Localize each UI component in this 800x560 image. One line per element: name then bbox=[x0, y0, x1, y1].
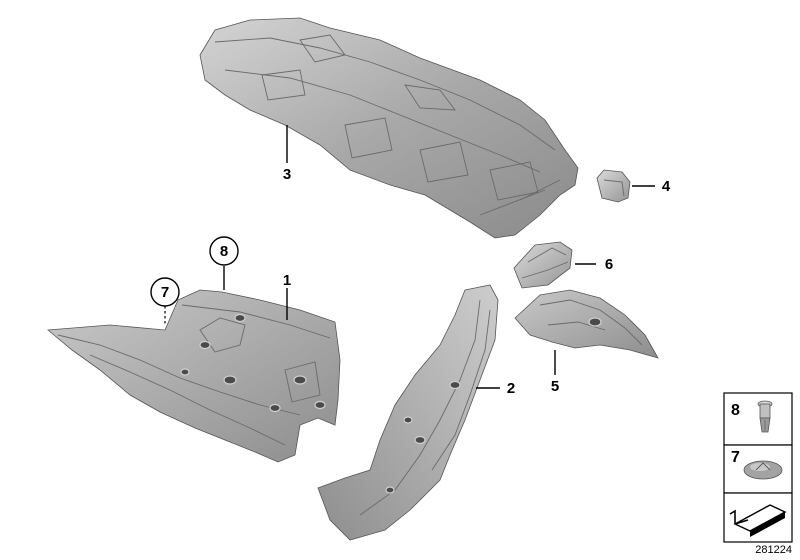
callout-5: 5 bbox=[551, 378, 559, 395]
part-1-side-wall-insulation bbox=[46, 289, 341, 463]
callout-2: 2 bbox=[507, 380, 515, 397]
callout-7: 7 bbox=[161, 284, 169, 301]
part-5-wheel-arch-insulation bbox=[514, 289, 659, 359]
part-3-parcel-shelf-insulation bbox=[199, 17, 579, 239]
legend-label-7: 7 bbox=[731, 449, 740, 466]
callout-numbers: 3 4 6 5 2 1 8 7 bbox=[150, 166, 671, 397]
legend-panel: 8 7 bbox=[723, 392, 793, 543]
part-4-insulation-block bbox=[596, 169, 631, 203]
callout-3: 3 bbox=[283, 166, 291, 183]
callout-4: 4 bbox=[662, 178, 671, 195]
reference-number: 281224 bbox=[755, 544, 792, 556]
arrow-plate-icon bbox=[729, 504, 787, 537]
callout-8-circle bbox=[209, 236, 239, 266]
callout-1: 1 bbox=[283, 272, 291, 289]
callout-6: 6 bbox=[605, 256, 613, 273]
legend-label-8: 8 bbox=[731, 402, 740, 419]
legend-box-8 bbox=[723, 392, 793, 446]
part-6-insulation-pad bbox=[513, 241, 573, 289]
part-2-side-insulation bbox=[317, 284, 499, 541]
callout-8: 8 bbox=[220, 243, 228, 260]
round-patch-icon bbox=[743, 460, 783, 480]
leader-lines bbox=[164, 125, 655, 389]
expanding-rivet-icon bbox=[757, 400, 773, 433]
callout-7-circle bbox=[150, 277, 180, 307]
